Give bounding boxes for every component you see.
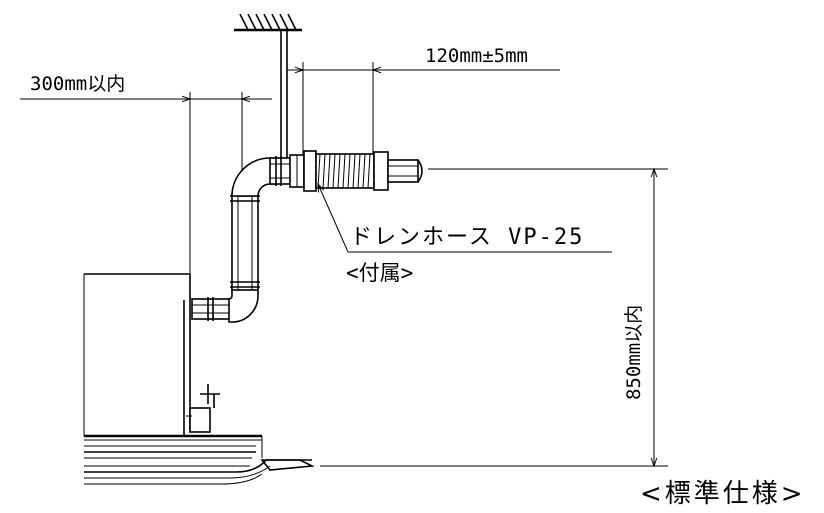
drain-hose xyxy=(303,150,423,192)
hanger-rod xyxy=(280,30,288,158)
hose-leader: ドレンホース VP-25 <付属> xyxy=(318,184,612,285)
dimension-300mm: 300mm以内 xyxy=(20,73,272,274)
drain-pipe xyxy=(191,154,307,323)
ceiling-panel xyxy=(84,434,315,485)
dim-left-label: 300mm以内 xyxy=(30,73,125,95)
dimension-850mm: 850mm以内 xyxy=(320,169,668,466)
dimension-120mm: 120mm±5mm xyxy=(287,45,560,158)
hose-label: ドレンホース VP-25 xyxy=(350,225,584,250)
dim-top-label: 120mm±5mm xyxy=(425,45,528,67)
ceiling-hatch xyxy=(234,13,302,32)
hose-sub-label: <付属> xyxy=(346,261,413,285)
indoor-unit xyxy=(83,273,220,436)
dim-vertical-label: 850mm以内 xyxy=(623,305,645,400)
standard-spec-label: <標準仕様> xyxy=(640,479,806,508)
